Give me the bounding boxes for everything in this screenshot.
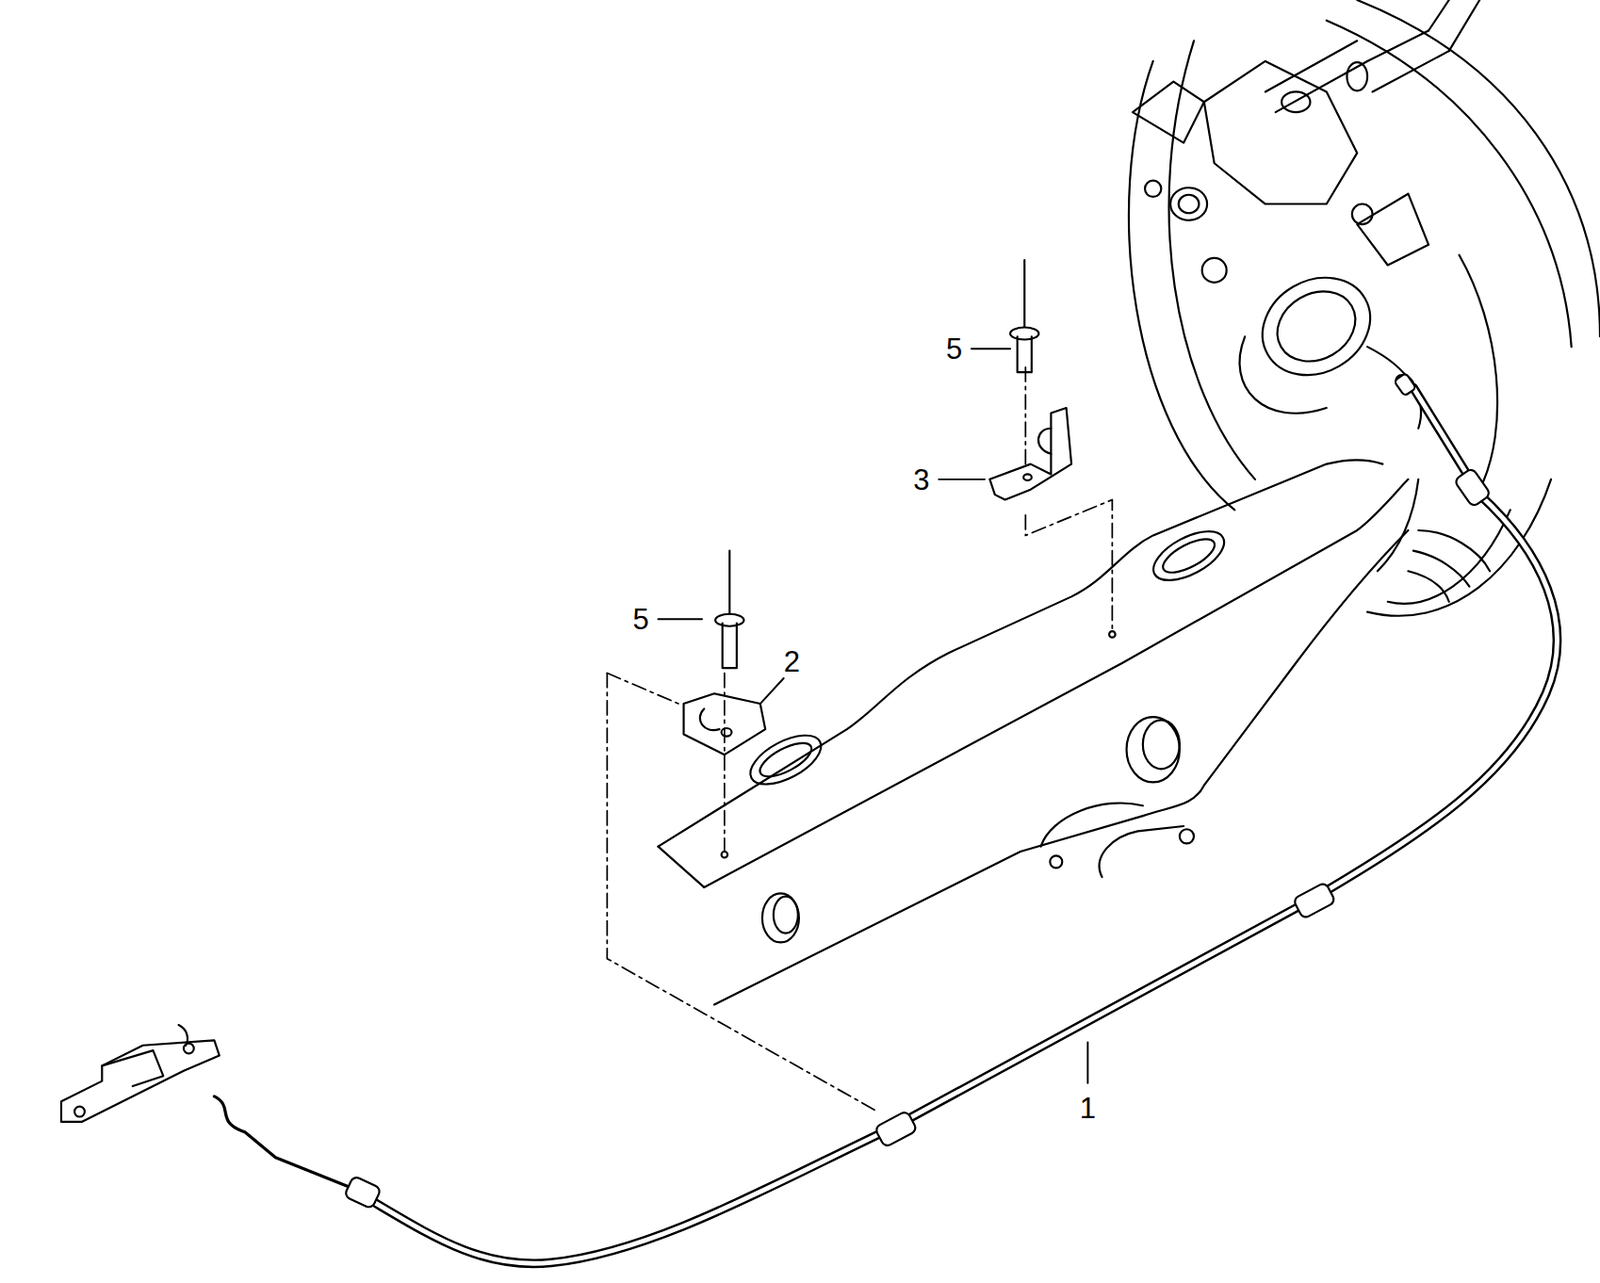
rivet — [715, 260, 1039, 669]
callout-number: 2 — [783, 646, 800, 676]
callout-number: 3 — [913, 464, 930, 494]
callout-number: 5 — [946, 334, 963, 364]
cable-bracket — [684, 693, 767, 755]
callout-number: 5 — [632, 604, 649, 635]
leader-line — [657, 348, 1088, 1084]
cable-bracket — [989, 408, 1072, 500]
axle-beam — [657, 460, 1419, 1006]
brake-cable — [61, 373, 1557, 1264]
assembly-line — [606, 367, 1112, 1112]
callout-number: 1 — [1079, 1093, 1096, 1124]
